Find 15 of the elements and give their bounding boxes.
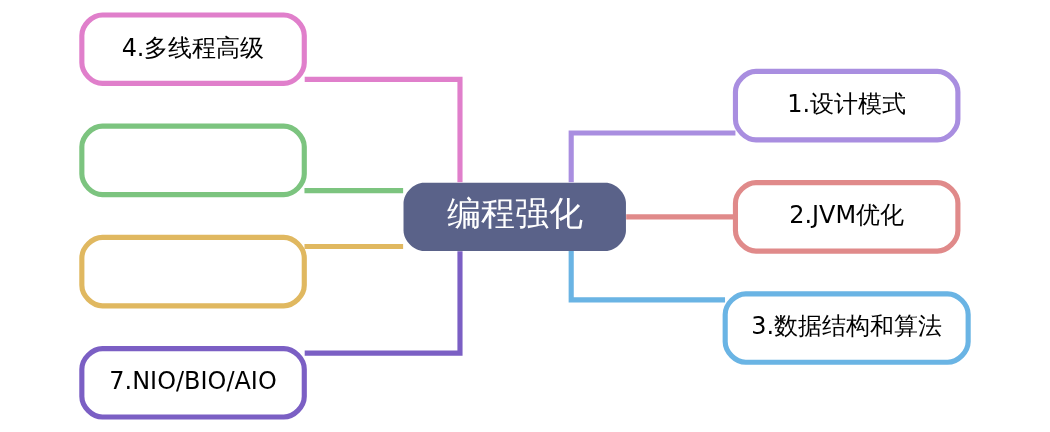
node-box: 1.设计模式: [732, 68, 961, 143]
connector: [568, 251, 726, 303]
node-box: 2.JVM优化: [732, 180, 961, 254]
connector: [626, 214, 735, 220]
connector: [304, 76, 463, 183]
node-box: [79, 234, 307, 309]
node-box: [79, 123, 307, 198]
connector: [304, 188, 404, 194]
connector: [568, 130, 736, 183]
node-box: 3.数据结构和算法: [722, 291, 971, 365]
connector: [304, 251, 463, 356]
connector: [304, 243, 404, 250]
node-box: 编程强化: [403, 182, 626, 252]
node-box: 4.多线程高级: [79, 12, 307, 86]
node-box: 7.NIO/BIO/AIO: [79, 346, 307, 420]
